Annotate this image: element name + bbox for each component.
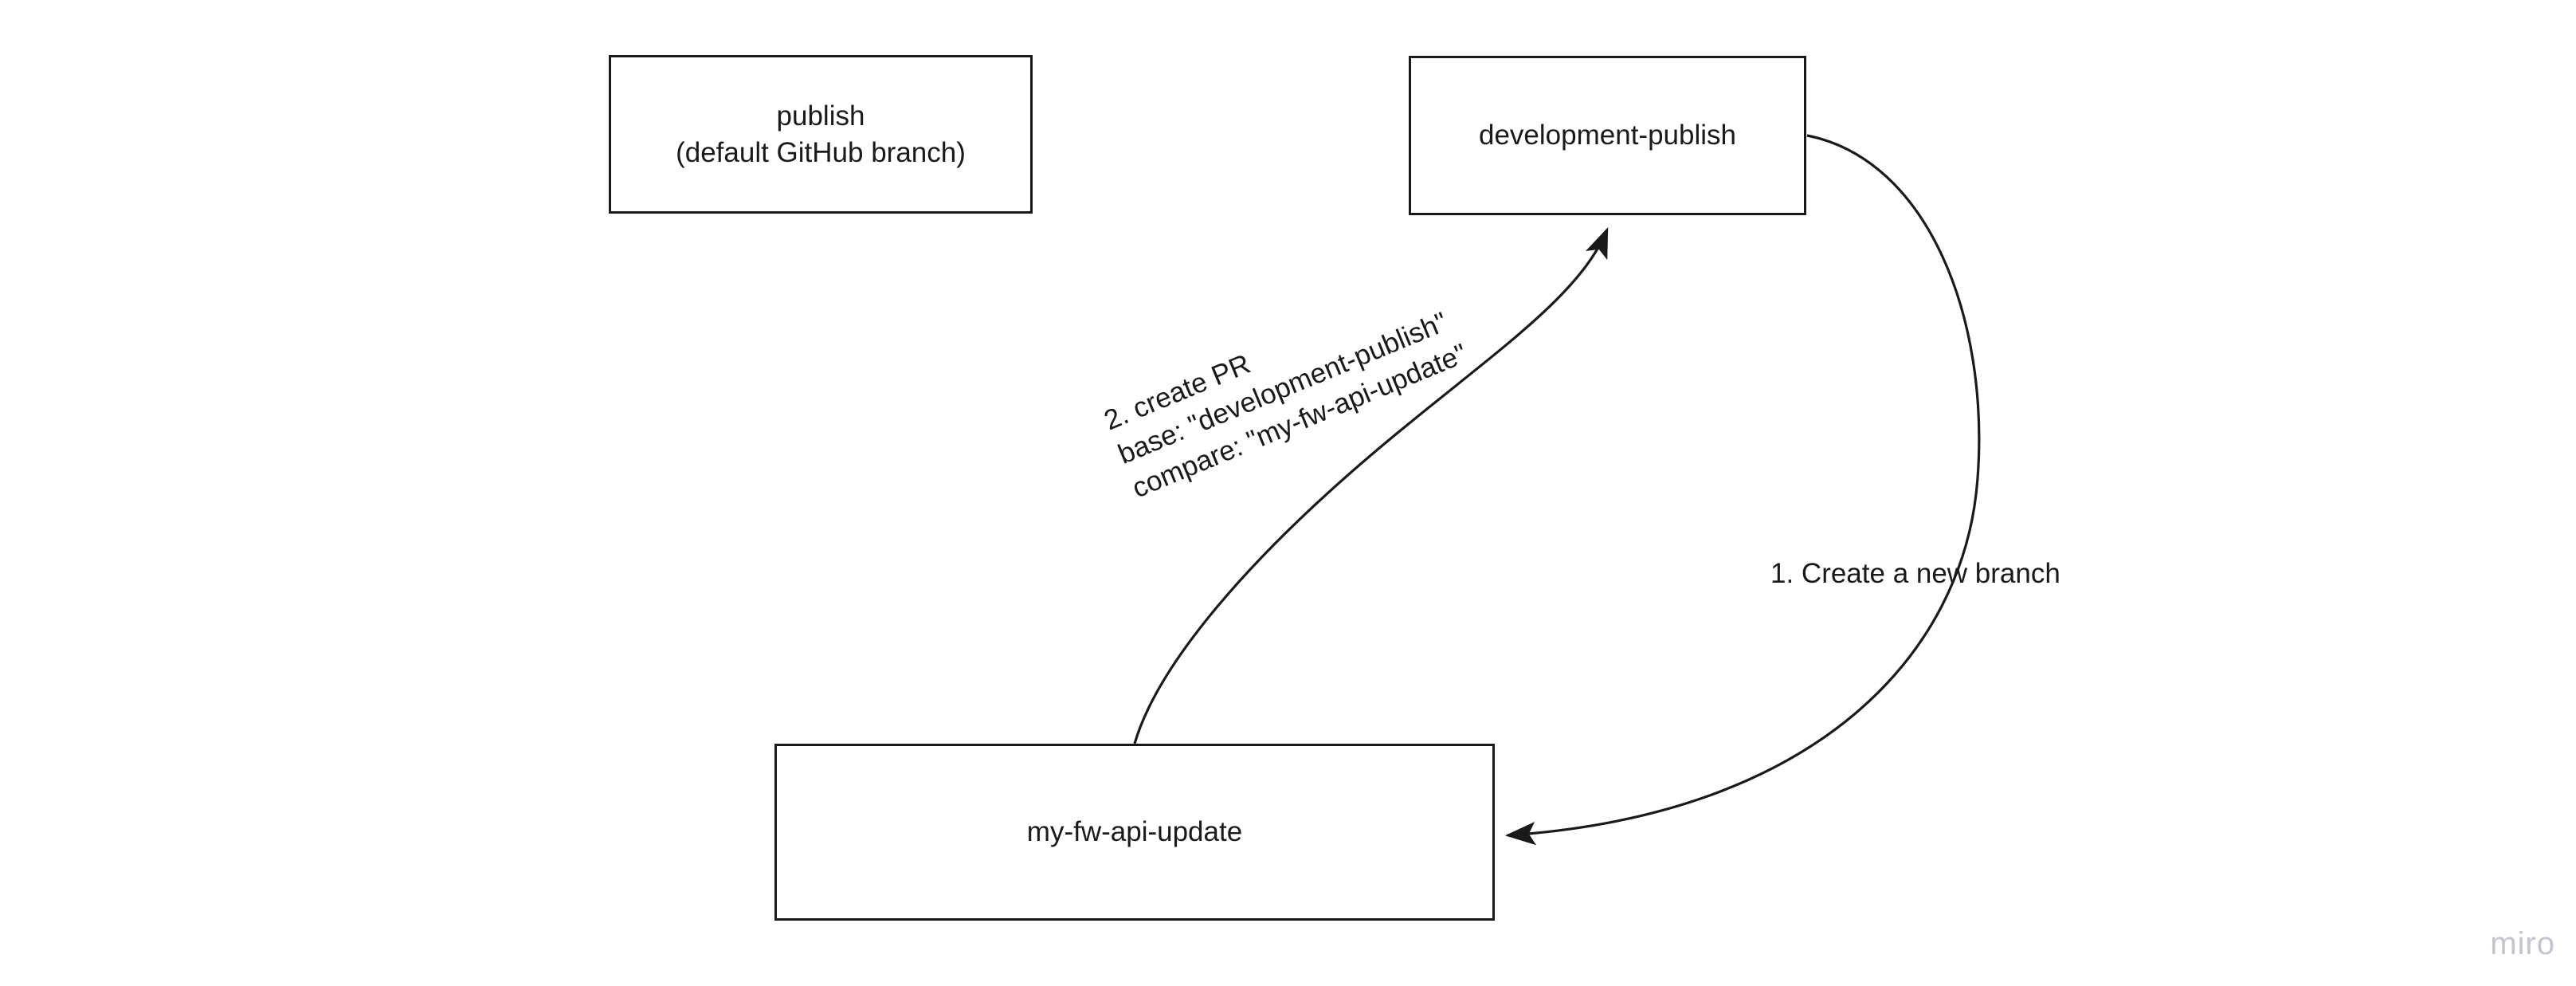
node-my-fw-api-update[interactable]: my-fw-api-update: [774, 744, 1495, 921]
edge-label-create-a-new-branch[interactable]: 1. Create a new branch: [1770, 558, 2060, 589]
edge-path-create-branch: [1504, 134, 1981, 846]
miro-watermark: miro: [2490, 926, 2555, 961]
node-publish[interactable]: publish (default GitHub branch): [609, 55, 1033, 214]
edge-label-create-pr[interactable]: 2. create PR base: "development-publish"…: [1100, 306, 1472, 505]
node-development-publish[interactable]: development-publish: [1409, 56, 1806, 215]
